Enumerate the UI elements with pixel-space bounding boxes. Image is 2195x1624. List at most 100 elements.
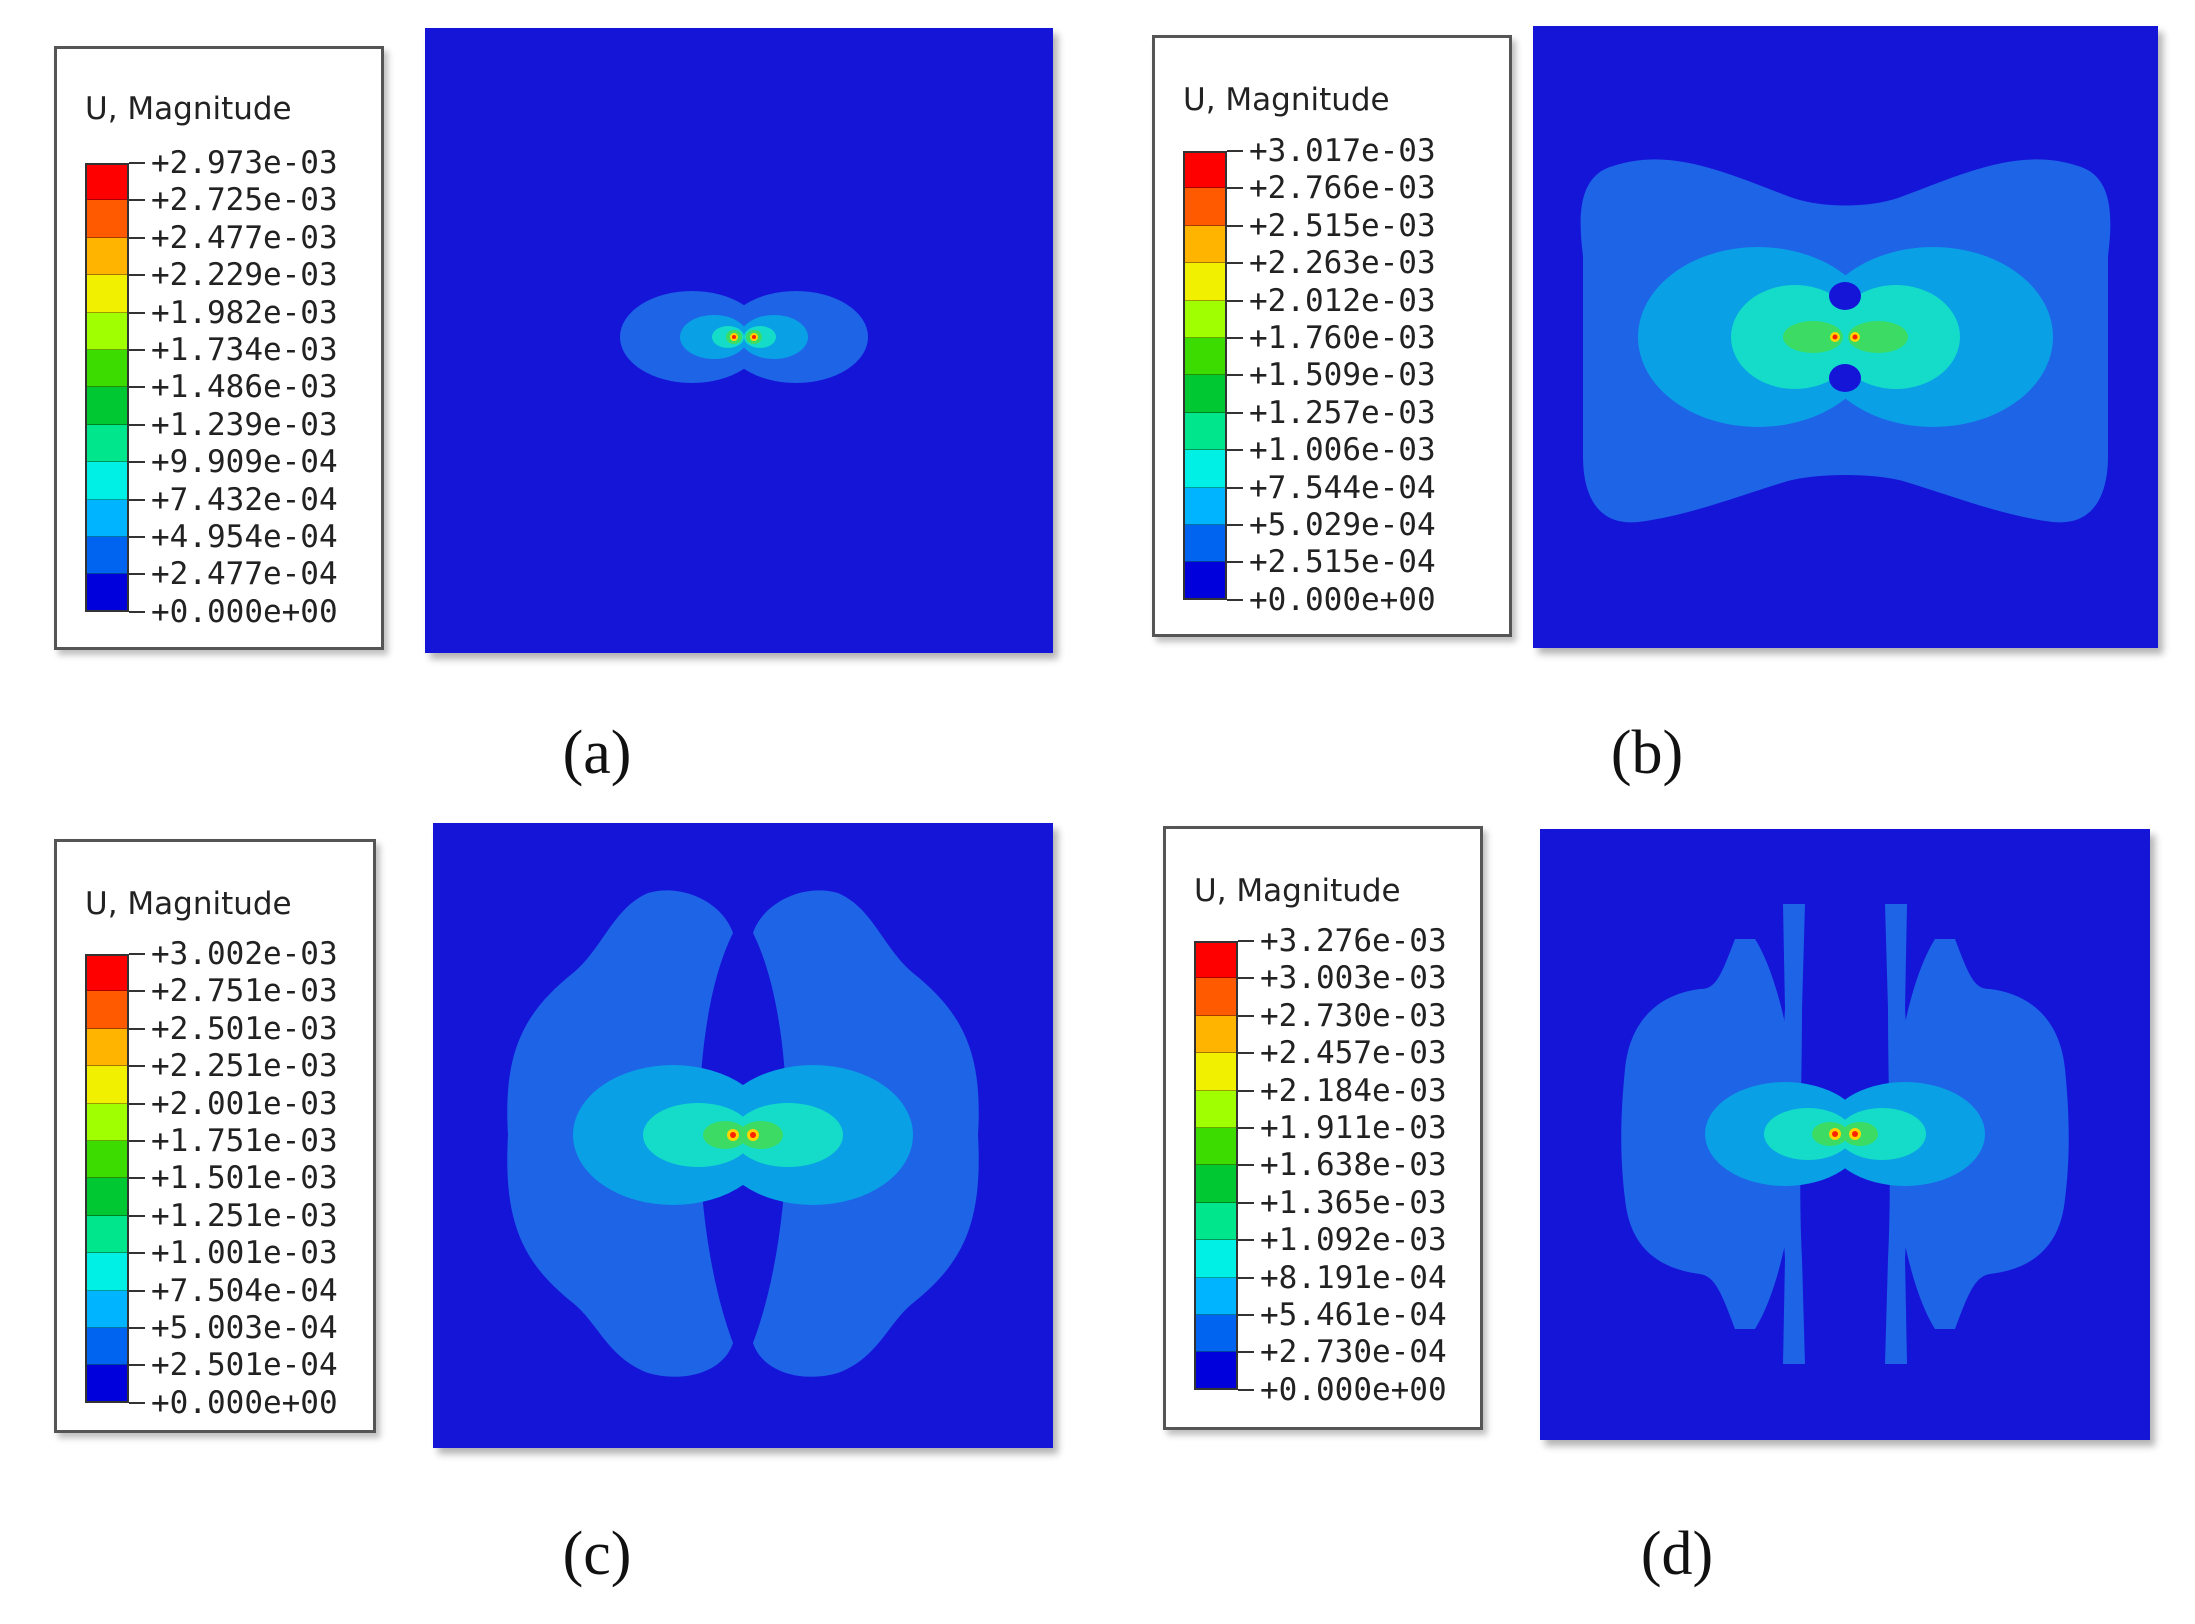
contour-hole (1829, 364, 1861, 392)
scale-tick (1227, 150, 1243, 152)
contour-level-3 (643, 1103, 753, 1167)
color-scale-border (85, 954, 129, 1403)
color-swatch (1194, 1315, 1238, 1353)
scale-tick (1238, 1164, 1254, 1167)
color-swatch (1194, 1128, 1238, 1166)
color-swatch (1194, 1090, 1238, 1128)
contour-level-4 (1783, 321, 1843, 353)
scale-value-label: +1.365e-03 (1260, 1184, 1447, 1221)
caption-d: (d) (1640, 1520, 1714, 1588)
scale-value-label: +2.477e-03 (151, 219, 338, 256)
scale-tick (1238, 1052, 1254, 1055)
contour-plot-a (425, 28, 1053, 653)
contour-peak (1852, 334, 1858, 340)
scale-tick (129, 1214, 145, 1217)
scale-value-label: +1.001e-03 (151, 1235, 338, 1272)
color-swatch (1183, 338, 1227, 376)
scale-tick (1238, 1089, 1254, 1092)
contour-peak (1832, 334, 1838, 340)
color-swatch (85, 237, 129, 276)
scale-tick (129, 536, 145, 538)
scale-value-label: +0.000e+00 (1249, 581, 1436, 618)
color-swatch (85, 1328, 129, 1366)
scale-value-label: +2.751e-03 (151, 973, 338, 1010)
color-swatch (85, 574, 129, 612)
scale-value-label: +1.911e-03 (1260, 1110, 1447, 1146)
scale-tick (1238, 1351, 1254, 1354)
scale-value-label: +1.638e-03 (1260, 1147, 1447, 1184)
scale-tick (1238, 1239, 1254, 1242)
scale-tick (129, 162, 145, 164)
contour-svg-a (425, 28, 1053, 653)
color-swatch (1183, 562, 1227, 600)
scale-tick (1227, 561, 1243, 564)
scale-tick (1227, 449, 1243, 452)
color-swatch (85, 1178, 129, 1216)
color-swatch (85, 1066, 129, 1104)
contour-plot-c (433, 823, 1053, 1448)
scale-value-label: +2.251e-03 (151, 1048, 338, 1085)
scale-tick (129, 1401, 145, 1404)
scale-tick (129, 1102, 145, 1105)
color-swatch (85, 387, 129, 425)
contour-peak (752, 335, 756, 339)
scale-value-label: +2.730e-03 (1260, 997, 1447, 1034)
scale-value-label: +0.000e+00 (151, 1384, 338, 1421)
scale-tick (129, 386, 145, 389)
scale-value-label: +1.251e-03 (151, 1197, 338, 1234)
scale-value-label: +1.760e-03 (1249, 320, 1436, 356)
scale-tick (1238, 1388, 1254, 1391)
color-swatch (85, 1253, 129, 1291)
scale-tick (129, 573, 145, 576)
color-swatch (85, 350, 129, 388)
contour-peak (1852, 1131, 1858, 1137)
scale-tick (129, 1364, 145, 1367)
scale-tick (1238, 1127, 1254, 1129)
scale-tick (1238, 940, 1254, 942)
scale-tick (129, 1065, 145, 1068)
color-swatch (85, 499, 129, 537)
scale-tick (1227, 598, 1243, 601)
scale-tick (1238, 977, 1254, 980)
legend-title: U, Magnitude (1183, 82, 1390, 118)
contour-level-4 (1848, 321, 1908, 353)
scale-value-label: +2.501e-03 (151, 1010, 338, 1047)
caption-c: (c) (562, 1520, 632, 1588)
scale-value-label: +2.725e-03 (151, 182, 338, 219)
color-swatch (1194, 1053, 1238, 1091)
color-swatch (85, 275, 129, 313)
color-swatch (85, 954, 129, 992)
scale-tick (129, 1327, 145, 1329)
color-swatch (1183, 412, 1227, 451)
scale-value-label: +1.239e-03 (151, 406, 338, 443)
contour-level-3 (733, 1103, 843, 1167)
scale-value-label: +1.734e-03 (151, 332, 338, 368)
scale-value-label: +1.501e-03 (151, 1160, 338, 1197)
color-swatch (1183, 375, 1227, 413)
scale-value-label: +1.006e-03 (1249, 432, 1436, 469)
scale-value-label: +2.184e-03 (1260, 1072, 1447, 1109)
scale-tick (1238, 1201, 1254, 1204)
scale-tick (129, 236, 145, 239)
contour-level-3 (1838, 1108, 1926, 1160)
color-swatch (85, 1290, 129, 1328)
legend-c: U, Magnitude +3.002e-03+2.751e-03+2.501e… (54, 839, 376, 1433)
color-swatch (85, 200, 129, 238)
scale-value-label: +8.191e-04 (1260, 1259, 1447, 1296)
contour-peak (750, 1132, 756, 1138)
scale-tick (1238, 1314, 1254, 1316)
scale-value-label: +2.012e-03 (1249, 282, 1436, 319)
color-swatch (1194, 1352, 1238, 1390)
color-swatch (1183, 151, 1227, 189)
color-swatch (85, 1141, 129, 1179)
scale-tick (129, 990, 145, 993)
legend-title: U, Magnitude (85, 91, 292, 127)
scale-value-label: +5.461e-04 (1260, 1297, 1447, 1333)
scale-tick (1227, 486, 1243, 489)
legend-a: U, Magnitude +2.973e-03+2.725e-03+2.477e… (54, 46, 384, 650)
color-swatch (1194, 1202, 1238, 1241)
scale-value-label: +5.003e-04 (151, 1310, 338, 1346)
scale-value-label: +3.276e-03 (1260, 923, 1447, 959)
color-swatch (85, 163, 129, 201)
scale-tick (129, 1027, 145, 1030)
